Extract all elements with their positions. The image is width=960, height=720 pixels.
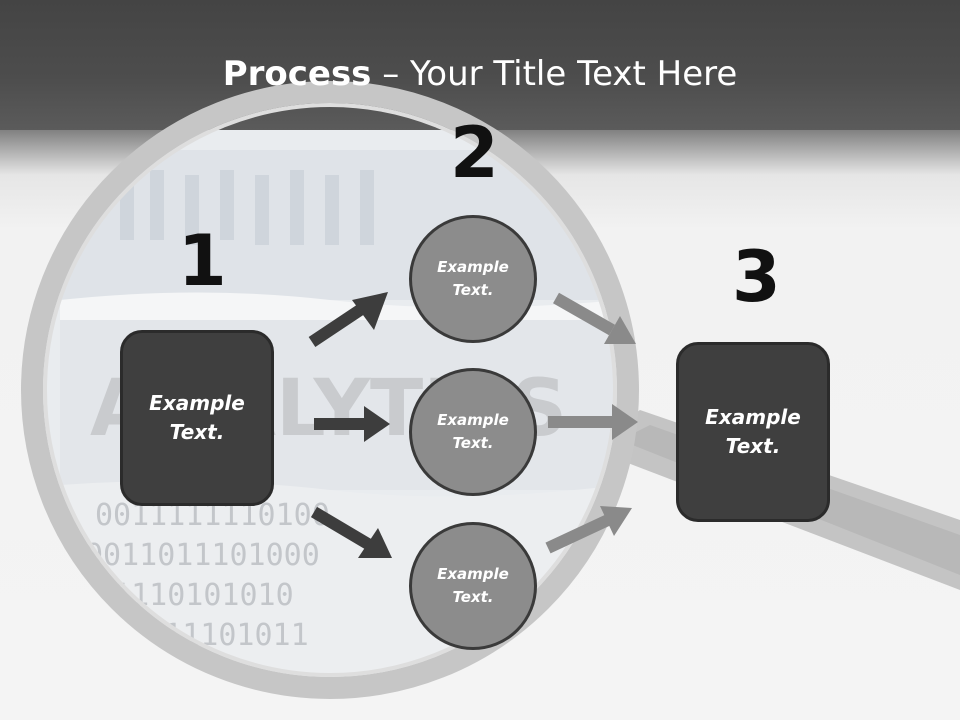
arrow-1-to-2b bbox=[314, 406, 390, 442]
step-number-3: 3 bbox=[732, 236, 781, 318]
step-number-2: 2 bbox=[450, 112, 499, 194]
step-number-1: 1 bbox=[178, 220, 227, 302]
arrow-2a-to-3 bbox=[553, 292, 636, 344]
arrow-2b-to-3 bbox=[548, 404, 638, 440]
binary-row: 0011011101000 bbox=[85, 538, 320, 573]
step-2-circle-bottom-text: Example Text. bbox=[437, 565, 509, 606]
title-rest: – Your Title Text Here bbox=[371, 54, 738, 94]
step-3-box: Example Text. bbox=[676, 342, 830, 522]
step-2-circle-bottom: Example Text. bbox=[409, 522, 537, 650]
step-3-text: Example Text. bbox=[705, 405, 801, 458]
step-2-circle-middle-text: Example Text. bbox=[437, 411, 509, 452]
arrow-1-to-2a bbox=[308, 292, 388, 347]
title-bold: Process bbox=[222, 54, 372, 94]
arrow-1-to-2c bbox=[310, 506, 392, 558]
step-2-circle-middle: Example Text. bbox=[409, 368, 537, 496]
step-1-box: Example Text. bbox=[120, 330, 274, 506]
step-2-circle-top: Example Text. bbox=[409, 215, 537, 343]
arrow-2c-to-3 bbox=[545, 506, 632, 554]
slide-title: Process – Your Title Text Here bbox=[0, 54, 960, 94]
step-2-circle-top-text: Example Text. bbox=[437, 258, 509, 299]
header-bar bbox=[0, 0, 960, 130]
step-1-text: Example Text. bbox=[149, 391, 245, 444]
